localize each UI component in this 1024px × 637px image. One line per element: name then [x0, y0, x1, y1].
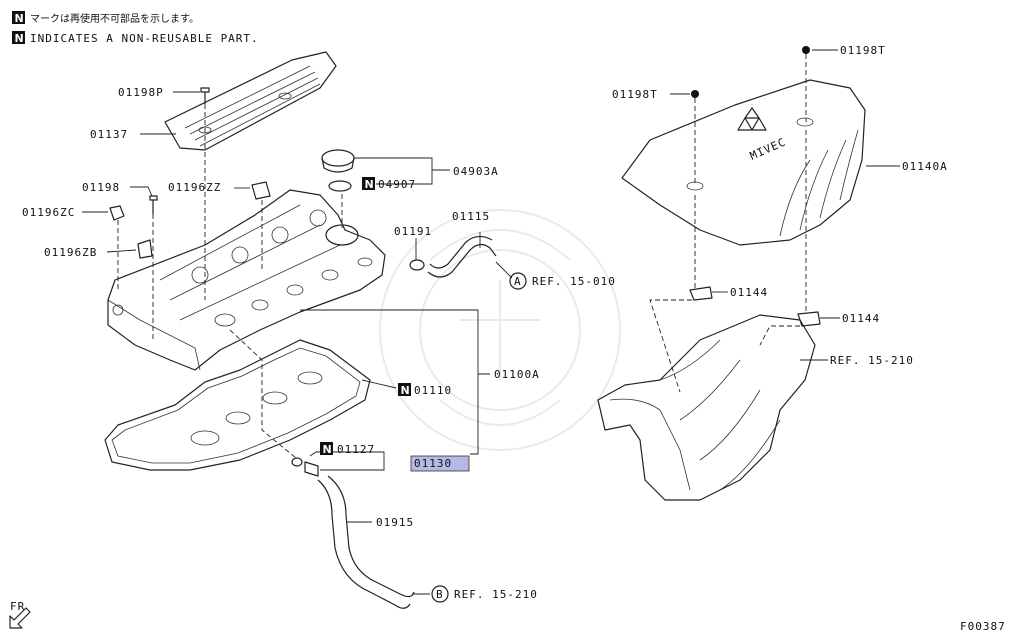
label-01198: 01198: [82, 181, 120, 194]
non-reusable-badge: [362, 177, 375, 190]
watermark-emblem: [379, 209, 621, 451]
rocker-cover-gasket-01110: [104, 339, 371, 471]
label-01130: 01130: [414, 457, 452, 470]
cap-gasket-04907: [328, 180, 352, 192]
bolt-01198T-left: [691, 90, 699, 98]
label-01115: 01115: [452, 210, 490, 223]
non-reusable-badge: [12, 11, 25, 24]
leader-lines: [82, 49, 900, 595]
legend: N マークは再使用不可部品を示します。 N INDICATES A NON-RE…: [12, 11, 259, 45]
label-01198T-left: 01198T: [612, 88, 658, 101]
label-01198P: 01198P: [118, 86, 164, 99]
figure-id: F00387: [960, 620, 1006, 633]
label-01198T-right: 01198T: [840, 44, 886, 57]
grommet-01144-right: [797, 311, 821, 327]
highlighted-part-box: [410, 455, 470, 472]
label-01127: 01127: [337, 443, 375, 456]
non-reusable-badge: [12, 31, 25, 44]
grommet-01144-left: [689, 286, 713, 301]
grommet-01191: [409, 259, 425, 271]
label-ref-15-210-manifold: REF. 15-210: [830, 354, 914, 367]
label-01196ZC: 01196ZC: [22, 206, 75, 219]
label-ref-15-210-hose: REF. 15-210: [454, 588, 538, 601]
legend-en-text: INDICATES A NON-REUSABLE PART.: [30, 32, 259, 45]
intake-manifold-ref: [597, 314, 816, 501]
label-01915: 01915: [376, 516, 414, 529]
coil-cover-01137: [164, 51, 337, 151]
label-01100A: 01100A: [494, 368, 540, 381]
front-indicator: FR: [9, 600, 31, 629]
rocker-cover-01100A: [107, 189, 386, 371]
pcv-valve-01130: [304, 461, 319, 477]
oil-filler-cap-04903A: [321, 149, 355, 173]
label-01140A: 01140A: [902, 160, 948, 173]
badge-letter: N: [401, 384, 410, 397]
callout-labels: 01198P 01137 01198 01196ZZ 01196ZC 01196…: [22, 44, 948, 603]
ref-circle-b-letter: B: [436, 588, 444, 601]
pcv-hose-01915: [317, 475, 415, 609]
cover-logo-text: MIVEC: [748, 135, 788, 162]
label-01110: 01110: [414, 384, 452, 397]
label-01144-left: 01144: [730, 286, 768, 299]
label-01196ZZ: 01196ZZ: [168, 181, 221, 194]
label-01191: 01191: [394, 225, 432, 238]
hose-01115: [427, 235, 497, 278]
label-01137: 01137: [90, 128, 128, 141]
o-ring-01127: [291, 457, 303, 467]
label-04907: 04907: [378, 178, 416, 191]
legend-badge-letter: N: [15, 12, 24, 25]
clip-01196ZC: [109, 205, 125, 221]
bracket-01196ZZ: [251, 181, 271, 200]
label-04903A: 04903A: [453, 165, 499, 178]
badge-letter: N: [365, 178, 374, 191]
label-01144-right: 01144: [842, 312, 880, 325]
badge-letter: N: [323, 443, 332, 456]
legend-jp-text: マークは再使用不可部品を示します。: [30, 12, 199, 25]
ref-circle-a: [509, 272, 527, 290]
non-reusable-badge: [320, 442, 333, 455]
legend-badge-letter: N: [15, 32, 24, 45]
bolt-01198T-right: [802, 46, 810, 54]
label-ref-15-010: REF. 15-010: [532, 275, 616, 288]
ref-circle-a-letter: A: [514, 275, 522, 288]
engine-cover-01140A: MIVEC: [621, 79, 866, 246]
fr-label: FR: [10, 600, 25, 613]
label-01196ZB: 01196ZB: [44, 246, 97, 259]
ref-circle-b: [431, 585, 449, 603]
stud-bolt-01198: [149, 195, 158, 214]
non-reusable-badge: [398, 383, 411, 396]
bolt-01198P: [200, 87, 210, 104]
fr-arrow-icon: [9, 607, 31, 629]
clip-01196ZB: [137, 239, 153, 259]
